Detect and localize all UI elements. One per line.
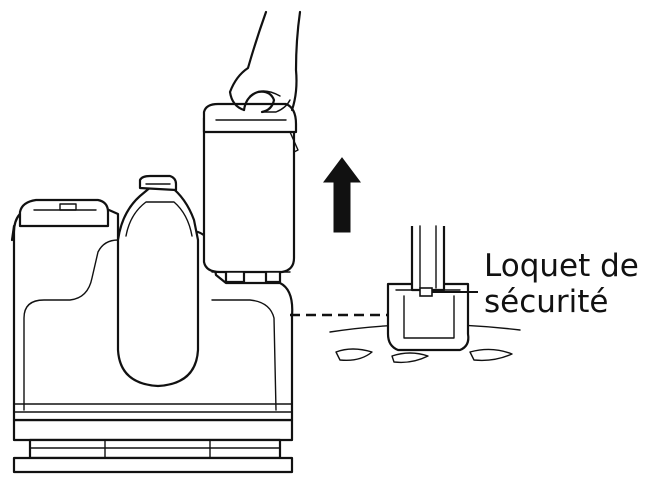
- callout-label-line1: Loquet de: [484, 248, 639, 284]
- lifted-tank: [202, 102, 299, 284]
- machine-body: [10, 174, 294, 474]
- up-arrow-icon: [323, 157, 361, 233]
- latch-detail: [329, 225, 521, 364]
- hand-drawing: [228, 10, 302, 114]
- callout-label-line2: sécurité: [484, 284, 609, 320]
